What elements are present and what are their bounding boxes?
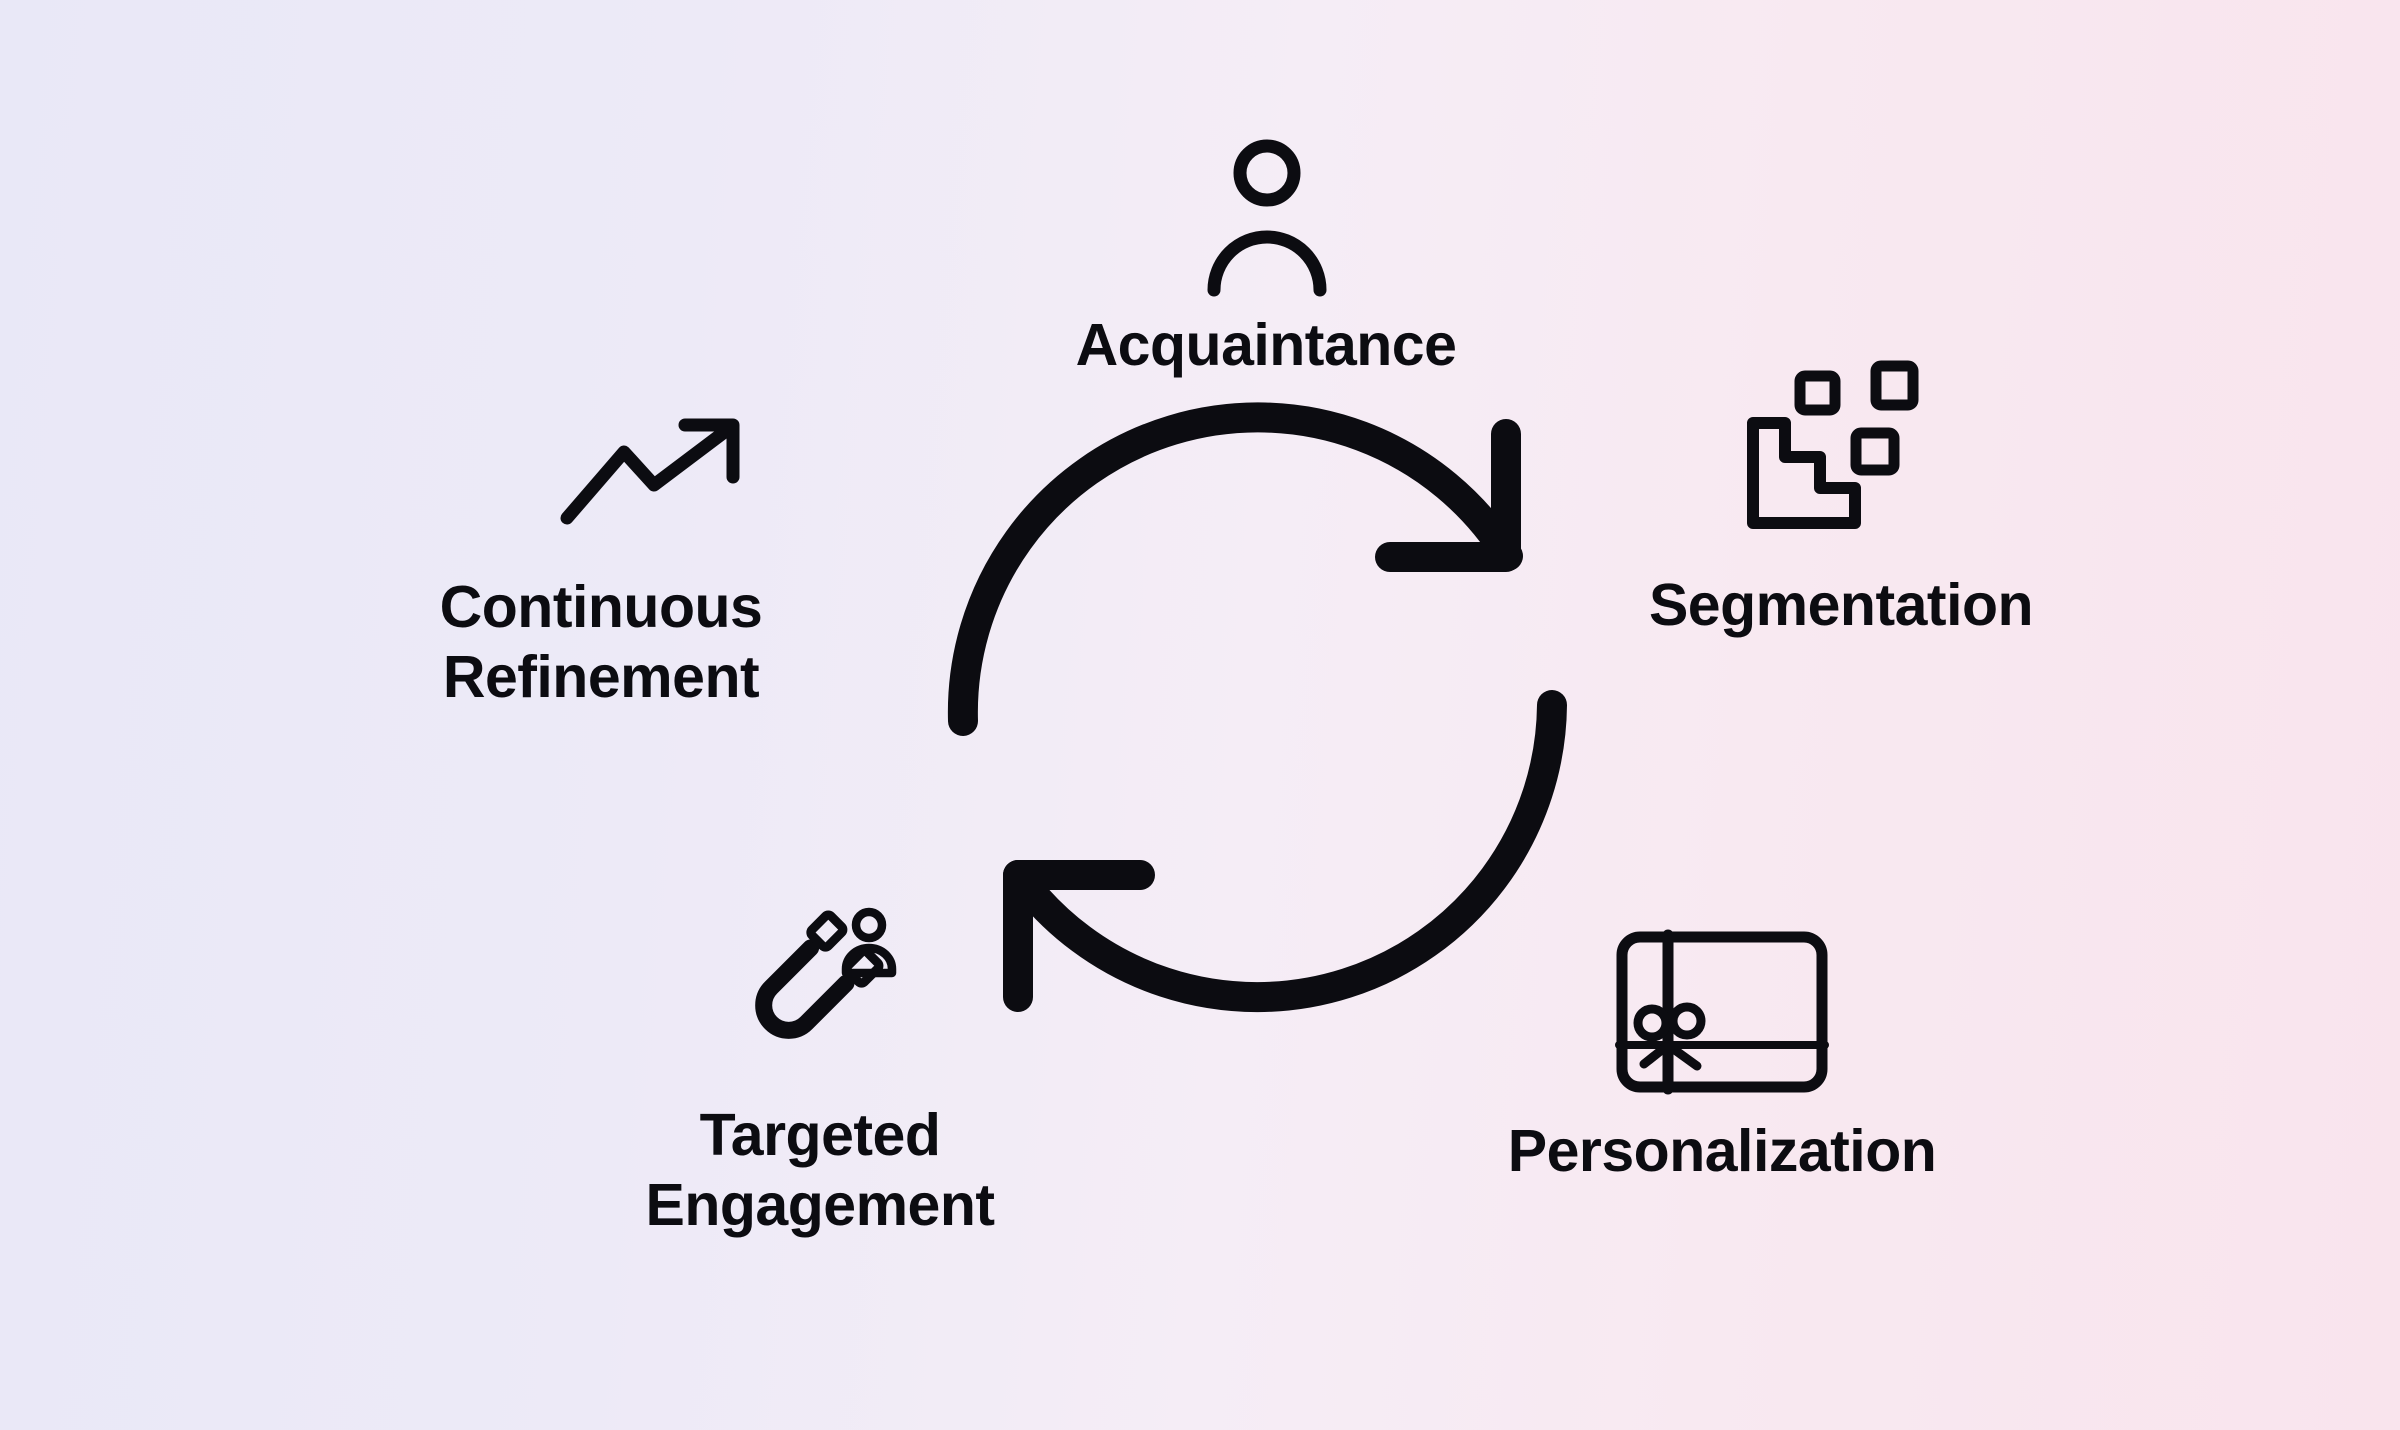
cycle-arrows-icon: [947, 402, 1567, 1013]
gift-card-icon: [1615, 929, 1829, 1095]
stage-label-targeted-engagement: Targeted Engagement: [645, 1102, 995, 1238]
stage-label-segmentation: Segmentation: [1648, 572, 2034, 638]
trending-up-icon: [560, 418, 740, 525]
stage-label-acquaintance: Acquaintance: [1075, 312, 1457, 378]
stage-label-personalization: Personalization: [1507, 1118, 1937, 1184]
magnet-user-icon: [755, 907, 897, 1039]
pixel-blocks-icon: [1747, 360, 1919, 529]
person-icon: [1207, 139, 1327, 297]
stage-label-continuous-refinement: Continuous Refinement: [439, 574, 763, 710]
